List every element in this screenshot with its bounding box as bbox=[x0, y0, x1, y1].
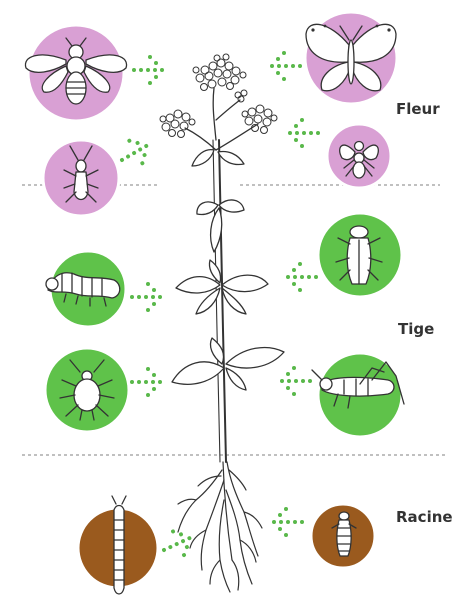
arrow-leafhopper bbox=[286, 262, 318, 292]
arrow-aphid bbox=[130, 367, 162, 397]
wireworm-icon bbox=[112, 496, 126, 594]
flower-branch-right2 bbox=[216, 100, 240, 120]
wireworm-badge bbox=[78, 496, 158, 594]
arrow-bug bbox=[113, 132, 156, 174]
caterpillar-badge bbox=[46, 251, 126, 327]
flower-branch-left bbox=[185, 128, 216, 150]
leaf-flower-left bbox=[192, 150, 214, 166]
leaf-pair2-left bbox=[176, 277, 220, 293]
plant-illustration bbox=[160, 54, 284, 592]
flower-cluster-left bbox=[160, 110, 195, 138]
arrow-fly bbox=[288, 118, 320, 148]
arrow-caterpillar bbox=[130, 282, 162, 312]
arrow-bee bbox=[132, 55, 164, 85]
butterfly-badge bbox=[305, 12, 397, 104]
arrow-butterfly bbox=[270, 51, 302, 81]
leaf-pair3-up-left bbox=[210, 338, 223, 364]
leafhopper-badge bbox=[318, 213, 402, 297]
plant-stem bbox=[219, 140, 226, 462]
zone-label-racine: Racine bbox=[396, 508, 453, 526]
flower-branch-top bbox=[213, 88, 216, 140]
bug-badge bbox=[43, 140, 119, 216]
aphid-badge bbox=[45, 348, 129, 432]
bee-badge bbox=[25, 25, 126, 121]
grasshopper-badge bbox=[312, 353, 404, 437]
zone-label-tige: Tige bbox=[398, 320, 434, 338]
plant-roots bbox=[178, 462, 262, 592]
leaf-flower-right bbox=[218, 152, 244, 165]
leaf-pair3-small bbox=[226, 368, 246, 390]
flower-cluster-right bbox=[242, 105, 277, 134]
grub-badge bbox=[311, 504, 375, 568]
leaf-pair2-right bbox=[222, 275, 268, 292]
leaf-pair1-right bbox=[219, 200, 244, 212]
flower-cluster-top bbox=[193, 54, 246, 91]
leaf-pair3-left bbox=[172, 362, 224, 384]
flower-cluster-small bbox=[235, 90, 247, 102]
arrow-grub bbox=[272, 507, 304, 537]
leaf-pair3-right bbox=[226, 348, 284, 368]
zone-label-fleur: Fleur bbox=[396, 100, 440, 118]
leaf-pair1-lower bbox=[211, 208, 222, 252]
arrow-grasshopper bbox=[280, 366, 312, 396]
fly-badge bbox=[327, 124, 391, 188]
